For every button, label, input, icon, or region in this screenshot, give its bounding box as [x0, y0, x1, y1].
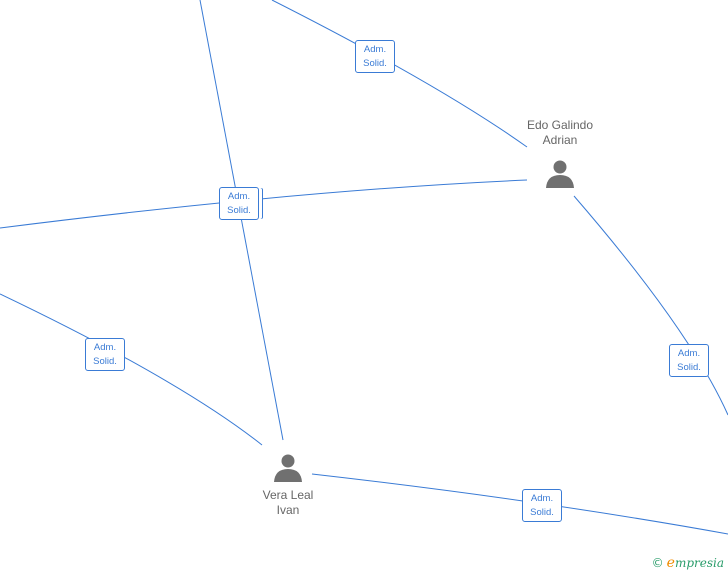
person-node-edo-galindo[interactable]: Edo Galindo Adrian: [512, 118, 608, 188]
relation-badge-right[interactable]: Adm. Solid.: [669, 344, 709, 377]
edge-left-to-edo: [0, 179, 528, 229]
edge-left-to-vera: [0, 293, 263, 446]
relation-type: Solid.: [677, 362, 701, 373]
person-name: Vera Leal: [262, 488, 314, 502]
relation-badge-left[interactable]: Adm. Solid.: [85, 338, 125, 371]
person-icon: [274, 454, 302, 482]
person-icon: [546, 160, 574, 188]
relation-role: Adm.: [93, 342, 117, 353]
relation-role: Adm.: [677, 348, 701, 359]
copyright-icon: ©: [651, 556, 664, 570]
relation-type: Solid.: [227, 205, 251, 216]
edge-top-to-edo: [271, 0, 528, 148]
relation-type: Solid.: [93, 356, 117, 367]
relation-type: Solid.: [363, 58, 387, 69]
brand-logo-letter: e: [666, 555, 675, 571]
relation-type: Solid.: [530, 507, 554, 518]
person-surname: Adrian: [542, 133, 578, 147]
relation-badge-center[interactable]: Adm. Solid.: [219, 187, 259, 220]
edge-top-to-vera: [199, 0, 284, 441]
relation-badge-top[interactable]: Adm. Solid.: [355, 40, 395, 73]
person-node-vera-leal[interactable]: Vera Leal Ivan: [240, 452, 336, 518]
edge-vera-to-right: [311, 473, 728, 535]
relation-role: Adm.: [363, 44, 387, 55]
brand-name: mpresia: [674, 556, 724, 570]
brand-watermark: ©empresia: [652, 555, 724, 571]
relation-badge-bottom[interactable]: Adm. Solid.: [522, 489, 562, 522]
relation-role: Adm.: [227, 191, 251, 202]
edge-edo-to-right: [573, 195, 728, 416]
relation-role: Adm.: [530, 493, 554, 504]
person-surname: Ivan: [276, 503, 300, 517]
person-name: Edo Galindo: [526, 118, 594, 132]
